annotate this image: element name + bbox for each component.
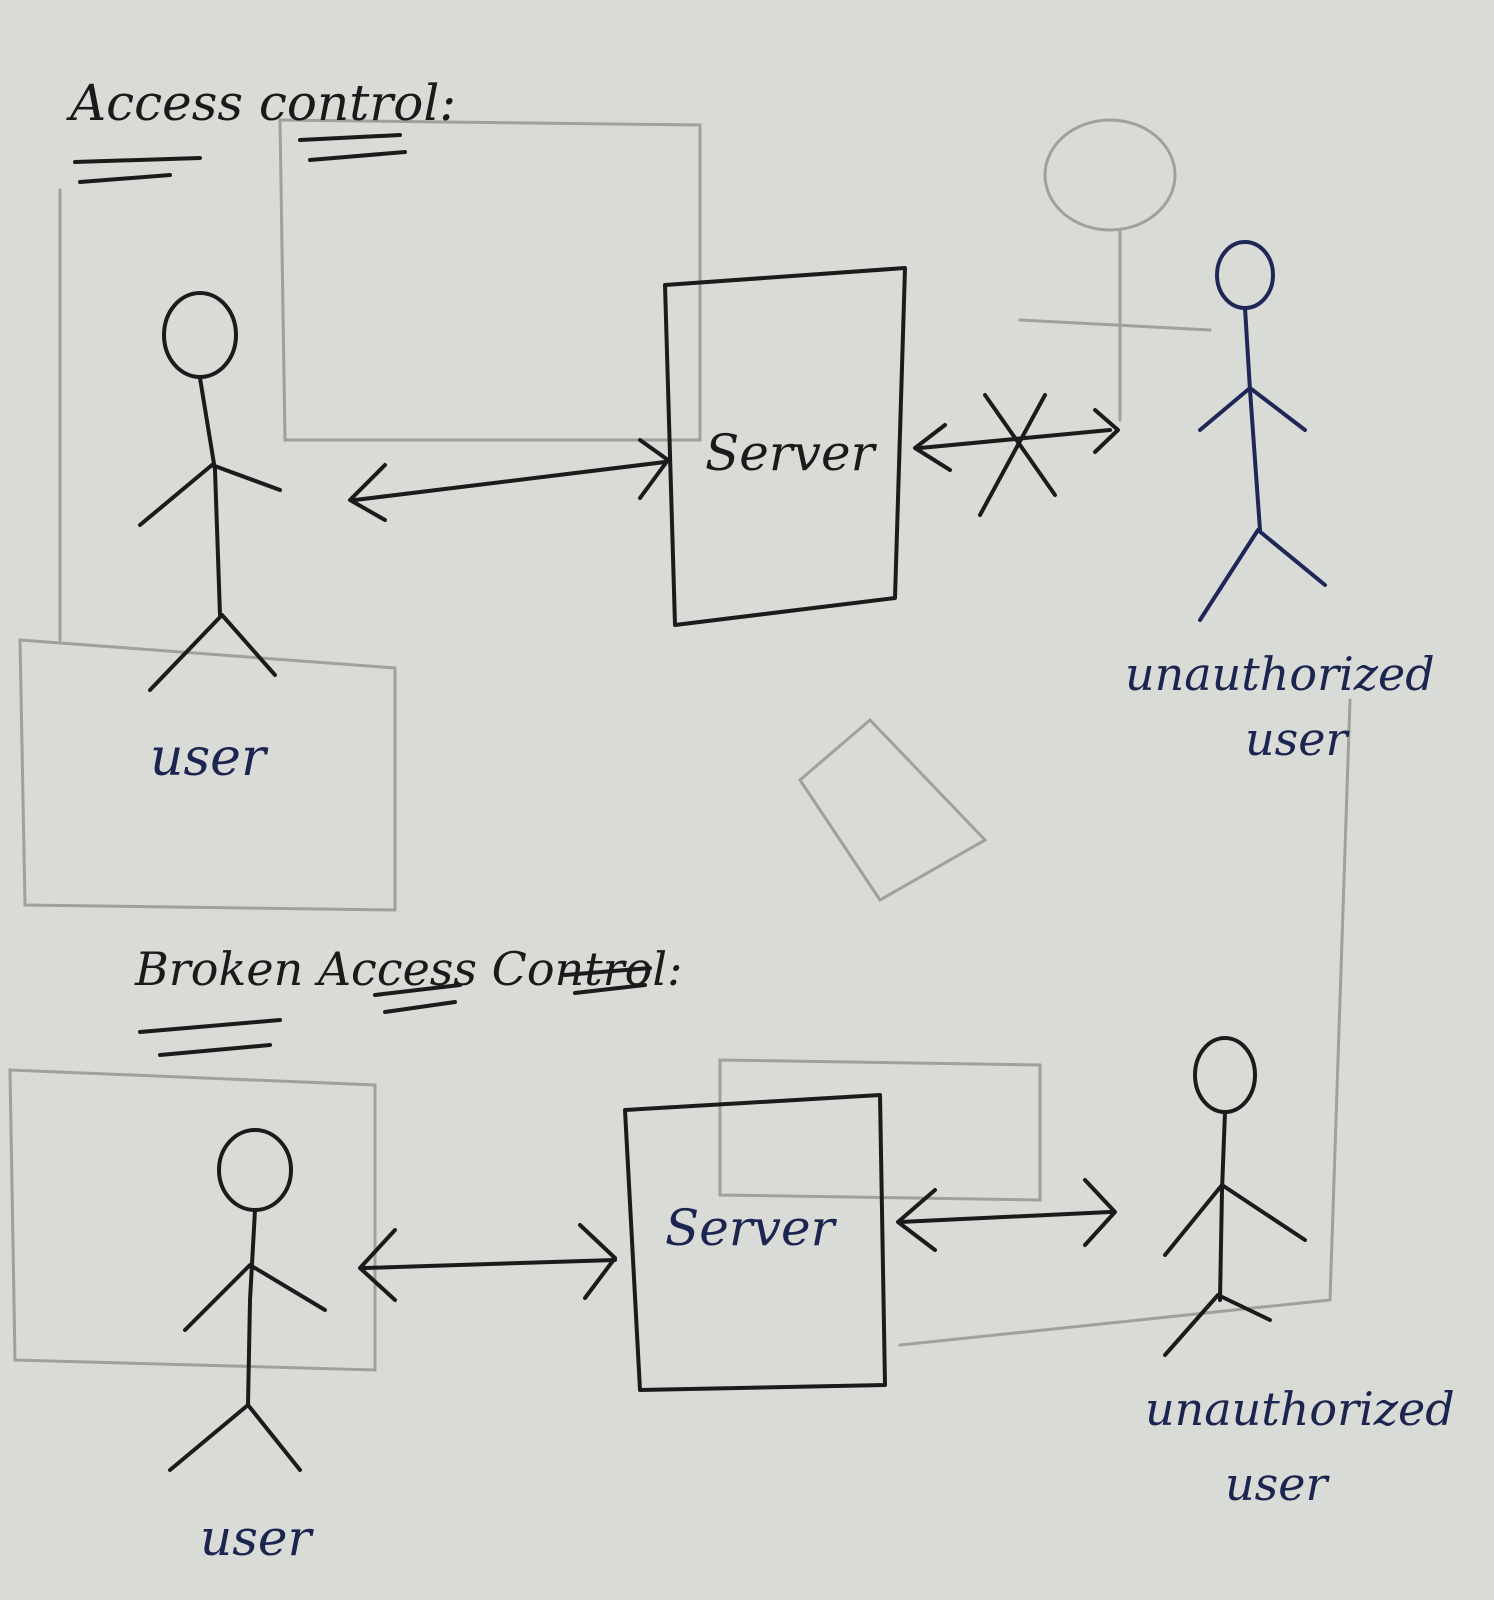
access-control-section: Access control: user Server [66, 74, 1435, 788]
broken-unauthorized-user-body [1218, 1110, 1227, 1302]
server-box: Server [663, 266, 907, 627]
broken-unauthorized-user-arms [1163, 1183, 1307, 1257]
broken-unauthorized-user-head [1193, 1036, 1257, 1114]
user-legs [148, 613, 277, 692]
unauthorized-label-line2: user [1245, 712, 1350, 766]
broken-unauthorized-user-figure [1163, 1036, 1307, 1357]
broken-user-legs [168, 1403, 302, 1472]
user-arms [138, 463, 282, 527]
broken-unauthorized-user-legs [1163, 1293, 1272, 1357]
blocked-arrow [913, 393, 1120, 517]
access-control-title: Access control: [66, 74, 456, 132]
unauthorized-label-line1: unauthorized [1125, 647, 1435, 701]
broken-server-label: Server [665, 1199, 838, 1257]
user-server-arrow [348, 438, 670, 522]
broken-unauthorized-label-line1: unauthorized [1145, 1382, 1455, 1436]
broken-user-body [246, 1208, 257, 1407]
server-label: Server [705, 424, 878, 482]
broken-user-figure [168, 1128, 327, 1472]
broken-user-head [217, 1128, 293, 1212]
unauthorized-user-body [1243, 306, 1262, 532]
broken-user-arms [183, 1263, 327, 1332]
broken-unauthorized-label-line2: user [1225, 1457, 1330, 1511]
unauthorized-user-figure [1198, 240, 1327, 622]
broken-open-arrow [896, 1178, 1117, 1252]
broken-user-label: user [200, 1509, 314, 1567]
user-label: user [150, 728, 269, 788]
unauthorized-user-arms [1198, 386, 1307, 432]
broken-title-underline [138, 966, 652, 1057]
user-figure [138, 291, 282, 692]
user-body [198, 376, 222, 617]
unauthorized-user-legs [1198, 528, 1327, 622]
broken-user-server-arrow [358, 1223, 617, 1302]
broken-access-control-title: Broken Access Control: [134, 942, 683, 996]
title-underline [73, 133, 407, 184]
broken-access-control-section: Broken Access Control: user Server [134, 942, 1455, 1567]
user-head [162, 291, 238, 379]
broken-server-box: Server [623, 1093, 887, 1392]
unauthorized-user-head [1215, 240, 1275, 310]
bleed-through-marks [8, 118, 1352, 1372]
